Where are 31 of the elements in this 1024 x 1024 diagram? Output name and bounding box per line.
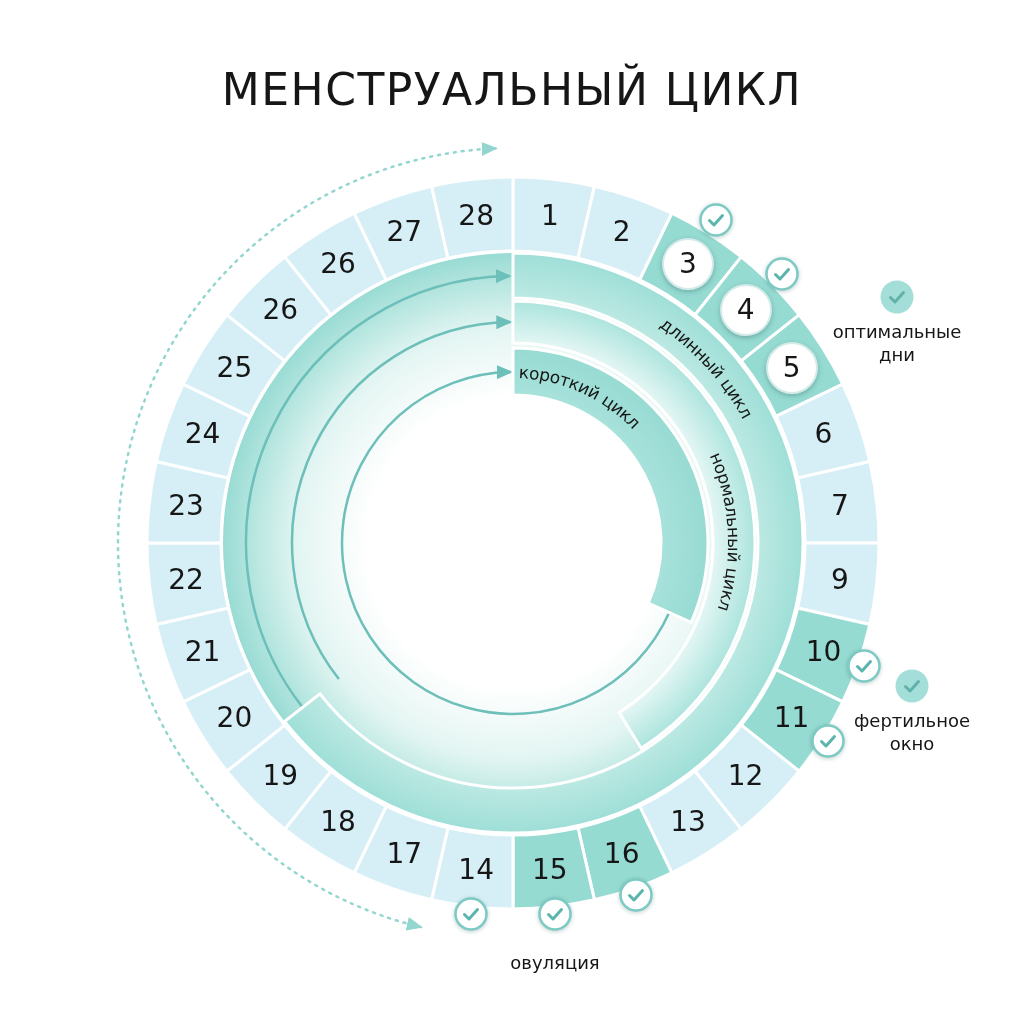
day-number: 10 bbox=[805, 637, 842, 666]
day-number: 26 bbox=[262, 296, 299, 325]
day-number: 19 bbox=[262, 761, 299, 790]
day-number: 7 bbox=[831, 492, 849, 521]
day-number: 13 bbox=[670, 807, 706, 836]
day-number: 18 bbox=[320, 807, 356, 836]
day-number: 6 bbox=[814, 420, 833, 449]
day-number: 24 bbox=[184, 420, 221, 449]
day-number: 28 bbox=[458, 202, 494, 231]
day-number: 22 bbox=[168, 565, 204, 594]
day-number: 2 bbox=[612, 218, 631, 247]
arrow bbox=[291, 316, 513, 680]
phase-label: овуляция bbox=[510, 952, 600, 974]
legend-label: фертильное окно bbox=[854, 710, 970, 755]
day-number: 27 bbox=[386, 218, 423, 247]
day-number: 23 bbox=[168, 492, 204, 521]
day-number: 16 bbox=[603, 839, 640, 868]
day-number: 12 bbox=[727, 761, 764, 790]
day-number: 11 bbox=[773, 704, 810, 733]
arrow bbox=[341, 366, 671, 716]
day-number: 20 bbox=[216, 704, 253, 733]
day-number: 25 bbox=[216, 353, 253, 382]
legend-label: оптимальные дни bbox=[832, 321, 962, 366]
day-number: 26 bbox=[320, 250, 356, 279]
day-number: 9 bbox=[831, 565, 849, 594]
day-number: 14 bbox=[458, 855, 494, 884]
arrow bbox=[245, 270, 512, 709]
day-number: 15 bbox=[532, 855, 568, 884]
day-number: 21 bbox=[184, 637, 221, 666]
day-number: 17 bbox=[386, 839, 423, 868]
day-number: 1 bbox=[540, 202, 559, 231]
